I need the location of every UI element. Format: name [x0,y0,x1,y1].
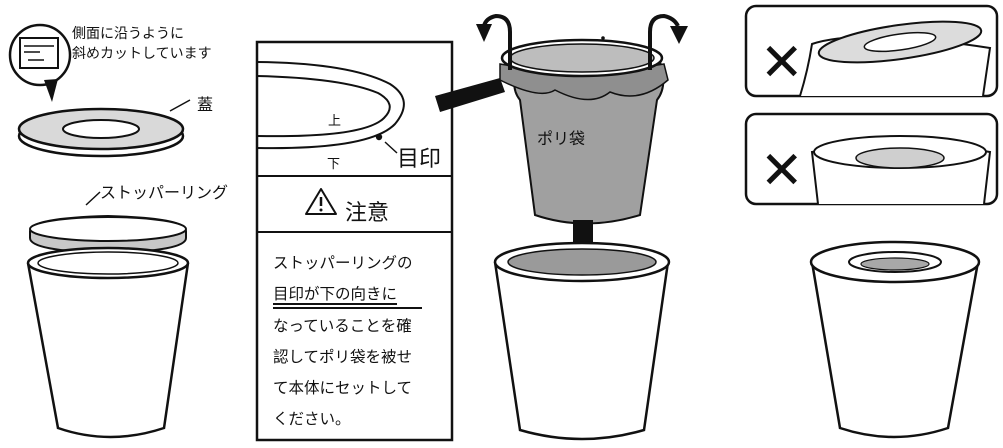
callout-bubble [8,23,72,102]
bin-body-right [809,240,981,439]
lid-label: 蓋 [197,95,214,114]
caution-line: て本体にセットして [273,379,413,397]
stopper-ring-label: ストッパーリング [100,183,229,202]
bag-illustration [499,36,669,225]
caution-line: 目印が下の向きに [273,285,398,303]
wrong-example-box-1 [744,4,999,98]
caution-line: ください。 [273,410,351,428]
wrong-mark-icon: ✕ [760,141,804,201]
caution-line: ストッパーリングの [273,254,413,272]
caution-panel [255,40,454,442]
fold-arrow-icon [648,13,688,70]
bag-label: ポリ袋 [537,129,586,148]
callout-line: 斜めカットしています [72,46,212,62]
caution-title: 注意 [345,201,390,226]
lid-illustration [17,99,191,158]
callout-text: 側面に沿うように 斜めカットしています [72,24,212,64]
detail-connector [435,78,505,112]
caution-line: なっていることを確 [273,317,412,335]
ring-down-label: 下 [327,157,341,172]
callout-line: 側面に沿うように [72,26,184,42]
fold-arrow-icon [476,13,512,70]
warning-icon [305,188,337,215]
bin-body-left [26,246,190,439]
caution-line: 認してポリ袋を被せ [273,348,413,366]
bin-body-center [493,241,671,441]
mark-label: 目印 [397,147,442,172]
ring-up-label: 上 [328,114,342,129]
wrong-example-box-2 [744,112,999,206]
stopper-ring-illustration [29,191,187,255]
wrong-mark-icon: ✕ [760,33,804,93]
